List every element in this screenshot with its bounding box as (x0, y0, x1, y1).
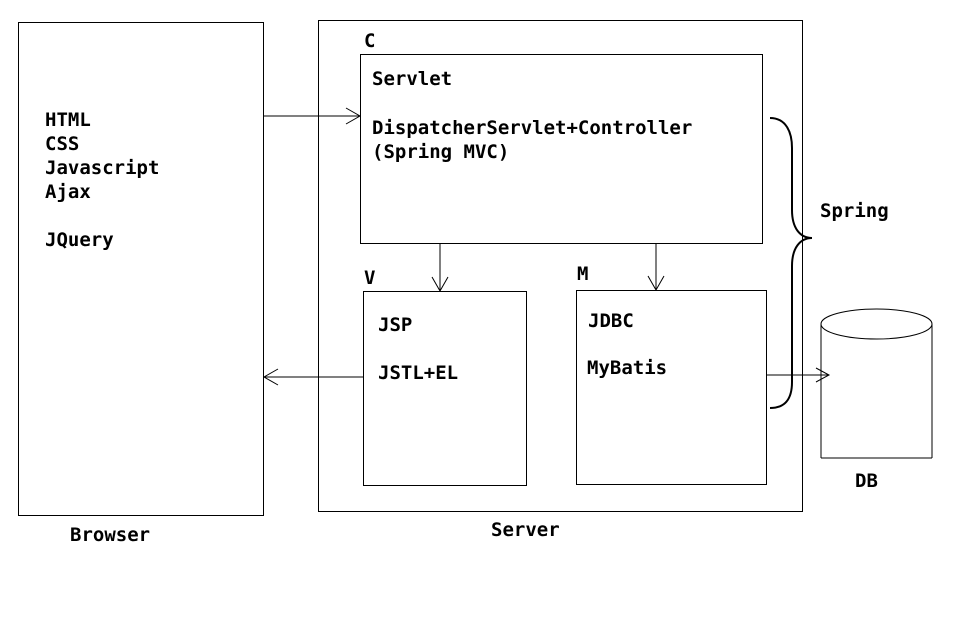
model-line-jdbc: JDBC (588, 310, 634, 332)
server-box (318, 20, 803, 512)
browser-item-ajax: Ajax (45, 181, 91, 203)
view-line-jsp: JSP (378, 314, 413, 336)
db-label: DB (855, 470, 878, 492)
browser-item-html: HTML (45, 109, 91, 131)
spring-label: Spring (820, 200, 889, 222)
arrow-model-to-db (767, 367, 831, 383)
model-line-mybatis: MyBatis (587, 357, 668, 379)
view-box (363, 291, 527, 486)
db-cylinder (820, 308, 933, 459)
view-line-jstl: JSTL+EL (378, 362, 459, 384)
arrow-browser-to-controller (264, 107, 362, 125)
server-caption: Server (491, 519, 560, 541)
controller-line-springmvc: (Spring MVC) (372, 141, 510, 163)
arrow-controller-to-view (431, 244, 449, 293)
view-tag: V (364, 267, 376, 289)
browser-item-javascript: Javascript (45, 157, 160, 179)
browser-item-css: CSS (45, 133, 80, 155)
browser-caption: Browser (70, 524, 151, 546)
controller-line-dispatcher: DispatcherServlet+Controller (372, 117, 693, 139)
controller-box (360, 54, 763, 244)
model-box (576, 290, 767, 485)
controller-tag: C (364, 30, 376, 52)
arrow-view-to-browser (262, 368, 363, 386)
spring-brace (769, 117, 813, 409)
arrow-controller-to-model (647, 244, 665, 292)
model-tag: M (577, 263, 589, 285)
browser-item-jquery: JQuery (45, 229, 114, 251)
controller-line-servlet: Servlet (372, 68, 453, 90)
browser-box (18, 22, 264, 516)
